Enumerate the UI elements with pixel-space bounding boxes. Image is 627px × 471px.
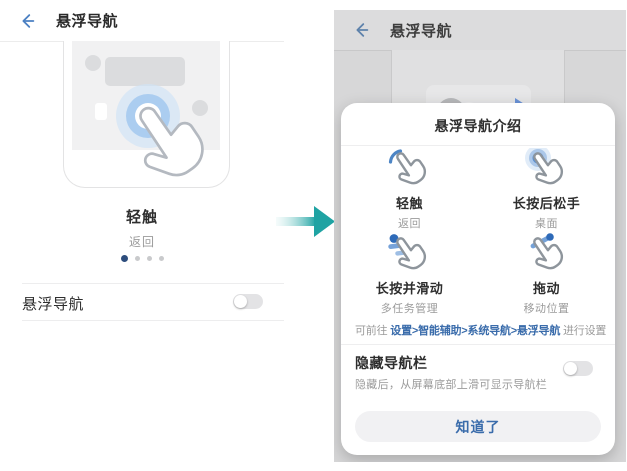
gesture-demo-illustration [63, 41, 230, 188]
left-settings-screen: 悬浮导航 轻触 返回 [0, 0, 284, 471]
gesture-cell-press-release: 长按后松手 桌面 [478, 148, 615, 231]
gesture-cell-press-slide: 长按并滑动 多任务管理 [341, 233, 478, 316]
pager-dot [158, 256, 164, 261]
gesture-sublabel: 返回 [398, 218, 421, 230]
pager-dot [134, 256, 140, 261]
gesture-sublabel: 多任务管理 [380, 303, 439, 315]
demo-dot-circle [192, 100, 208, 116]
page-title: 悬浮导航 [56, 13, 119, 30]
gesture-sublabel: 桌面 [535, 218, 558, 230]
note-prefix: 可前往 [355, 325, 391, 337]
right-settings-screen-dimmed: 悬浮导航 悬浮导航介绍 轻触 [334, 10, 626, 462]
demo-white-bar [95, 103, 107, 120]
hand-pointer-icon [139, 106, 204, 177]
gesture-label: 拖动 [532, 281, 560, 296]
gesture-name: 轻触 [125, 209, 158, 226]
long-press-release-gesture-icon [524, 148, 563, 185]
gesture-label: 轻触 [395, 196, 423, 211]
hide-navbar-toggle-description: 隐藏后，从屏幕底部上滑可显示导航栏 [355, 379, 548, 391]
right-header: 悬浮导航 [334, 10, 626, 51]
gesture-label: 长按并滑动 [375, 281, 444, 296]
press-slide-gesture-icon [387, 234, 426, 270]
demo-card-placeholder [105, 57, 185, 86]
floating-nav-toggle-switch[interactable] [233, 294, 263, 309]
tap-gesture-icon [388, 149, 426, 185]
confirm-button[interactable]: 知道了 [355, 411, 601, 442]
gesture-sublabel: 移动位置 [523, 303, 570, 315]
hide-navbar-toggle-switch[interactable] [563, 361, 593, 376]
drag-gesture-icon [530, 233, 563, 270]
carousel-pager[interactable] [0, 255, 284, 262]
floating-nav-toggle-label: 悬浮导航 [22, 296, 85, 313]
back-arrow-icon[interactable] [350, 19, 372, 41]
left-header: 悬浮导航 [0, 0, 284, 42]
pager-dot-active [120, 255, 128, 262]
gesture-cell-tap: 轻触 返回 [341, 148, 478, 231]
floating-nav-intro-dialog: 悬浮导航介绍 轻触 返回 [341, 103, 615, 455]
back-arrow-icon[interactable] [16, 10, 38, 32]
settings-path-text: 设置>智能辅助>系统导航>悬浮导航 [390, 325, 561, 337]
divider [22, 320, 284, 321]
dialog-title: 悬浮导航介绍 [434, 118, 522, 134]
note-suffix: 进行设置 [560, 325, 607, 337]
gesture-label: 长按后松手 [512, 196, 581, 211]
gesture-cell-drag: 拖动 移动位置 [478, 233, 615, 316]
divider [22, 283, 284, 284]
transition-arrow-icon [276, 206, 335, 237]
divider [341, 145, 615, 146]
settings-path-note: 可前往 设置>智能辅助>系统导航>悬浮导航 进行设置 [355, 322, 607, 338]
gesture-action: 返回 [128, 235, 155, 249]
pager-dot [146, 256, 152, 261]
page-title: 悬浮导航 [390, 22, 453, 40]
hide-navbar-toggle-label: 隐藏导航栏 [355, 355, 428, 371]
demo-avatar-circle [85, 55, 101, 71]
divider [341, 344, 615, 345]
